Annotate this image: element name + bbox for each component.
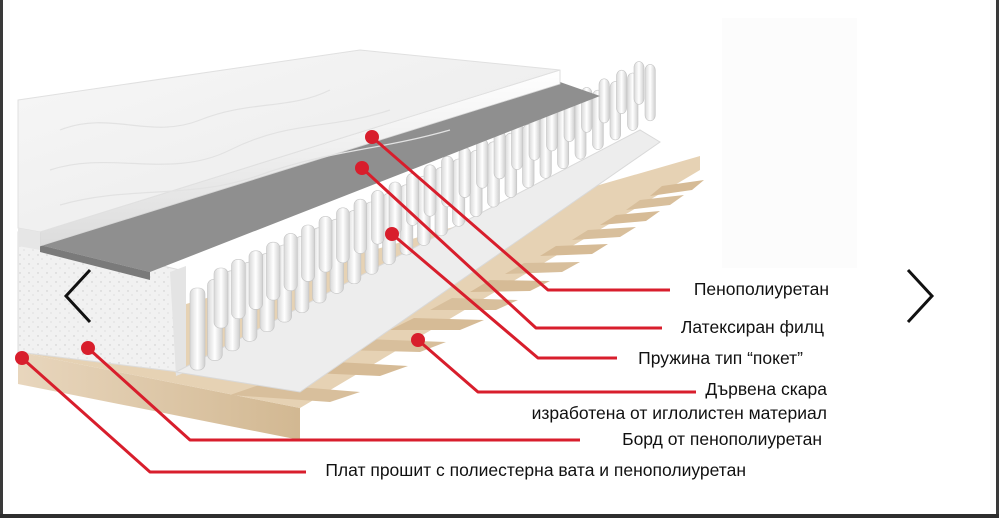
callout-wood-slats-line	[417, 338, 696, 394]
label-pocket-spring: Пружина тип “покет”	[638, 348, 803, 368]
pocket-spring	[353, 198, 367, 254]
callout-pocket-spring-line	[391, 232, 617, 360]
label-pu-foam: Пенополиуретан	[693, 279, 829, 299]
label-fabric: Плат прошит с полиестерна вата и пенопол…	[325, 460, 746, 480]
callout-latex-felt-dot	[355, 161, 369, 175]
label-wood-slats-line1: Дървена скара	[705, 379, 827, 399]
callout-pu-border-line	[86, 346, 580, 442]
callout-lines	[15, 130, 696, 474]
pocket-spring	[266, 241, 281, 301]
pocket-spring	[598, 78, 610, 124]
label-latex-felt: Латексиран филц	[680, 317, 824, 337]
spring-base-sheet	[174, 129, 661, 393]
pocket-spring	[213, 267, 229, 329]
wood-base	[18, 352, 300, 440]
pocket-spring	[423, 164, 437, 217]
chevron-left-icon	[63, 268, 92, 324]
label-pu-border: Борд от пенополиуретан	[622, 429, 822, 449]
pocket-spring	[371, 190, 385, 245]
chevron-right-icon	[906, 268, 935, 324]
latex-felt-layer	[40, 82, 600, 272]
frame-left-border	[0, 0, 3, 518]
callout-fabric-line	[21, 356, 306, 474]
pocket-spring	[441, 155, 454, 208]
quilted-top-fabric	[17, 49, 561, 233]
pocket-spring	[189, 287, 206, 371]
frame-bottom-border	[0, 514, 999, 518]
callout-pu-border-dot	[81, 341, 95, 355]
next-slide-button[interactable]	[900, 266, 940, 326]
pocket-spring	[283, 233, 298, 292]
pocket-spring	[388, 181, 402, 236]
pocket-spring	[493, 130, 506, 180]
pocket-spring	[458, 147, 471, 198]
callout-wood-slats-dot	[411, 333, 425, 347]
pocket-spring	[231, 259, 246, 319]
pocket-spring	[336, 207, 350, 264]
prev-slide-button[interactable]	[58, 266, 98, 326]
pocket-spring	[476, 138, 489, 189]
pocket-spring	[248, 250, 263, 310]
callout-latex-felt-line	[360, 166, 662, 330]
pocket-spring	[644, 64, 656, 122]
pocket-spring	[616, 69, 627, 114]
label-wood-slats-line2: изработена от иглолистен материал	[531, 403, 827, 423]
pocket-spring	[318, 216, 333, 273]
callout-pu-foam-dot	[365, 130, 379, 144]
pocket-spring	[301, 224, 315, 282]
frame-right-border	[996, 0, 999, 518]
callout-pu-foam-line	[371, 135, 670, 292]
pocket-spring	[633, 61, 645, 105]
callout-fabric-dot	[15, 351, 29, 365]
callout-pocket-spring-dot	[385, 227, 399, 241]
